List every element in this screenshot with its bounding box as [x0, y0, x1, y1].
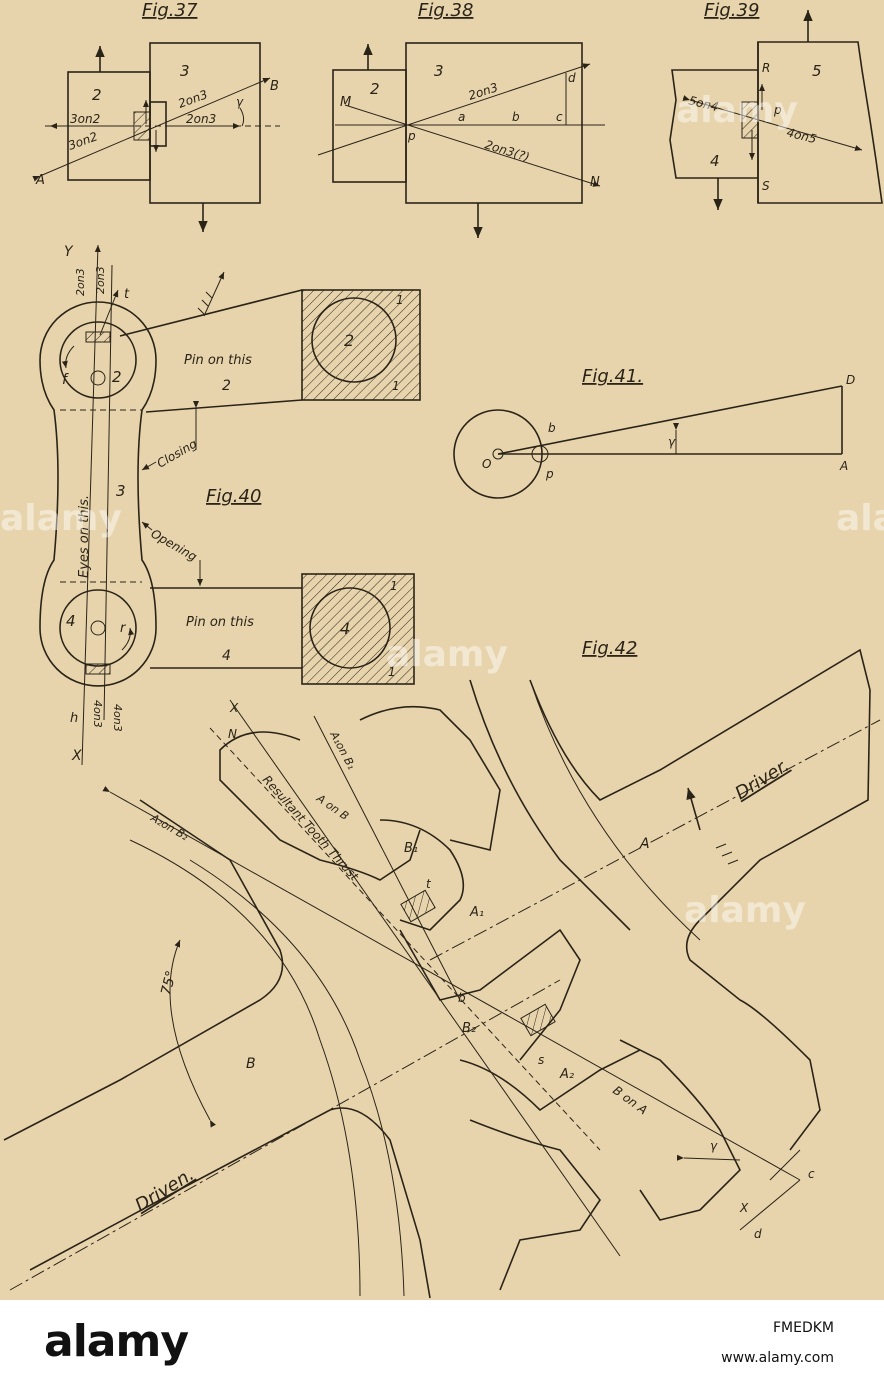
fig38-label-2: 2	[370, 80, 380, 98]
fig42-label-A-on-B: A on B	[313, 791, 351, 823]
fig40-label-2on3-b: 2on3	[94, 266, 107, 294]
fig41-label-b: b	[548, 421, 556, 435]
fig39-label-4: 4	[710, 152, 720, 170]
fig42-label-B1: B₁	[404, 841, 418, 856]
fig42-label-N: N	[228, 727, 237, 741]
fig38-title: Fig.38	[418, 0, 473, 21]
fig40-title: Fig.40	[206, 486, 261, 507]
fig38-label-2on3q: 2on3(?)	[483, 137, 531, 164]
fig37-label-2on3-a: 2on3	[176, 87, 209, 110]
fig38-diagram: Fig.38 2 3 M N p a b c d 2on3 2on3(?)	[317, 0, 605, 238]
fig37-diagram: Fig.37 2 3 3on2 3on2 2on3 2on3 A B γ	[32, 0, 280, 232]
fig40-label-block2: 2	[344, 331, 354, 350]
fig42-label-c: c	[808, 1167, 815, 1181]
fig42-label-angle: 75°	[158, 969, 180, 997]
fig41-diagram: Fig.41. O b p D A γ	[453, 366, 855, 499]
fig41-label-A: A	[839, 459, 848, 473]
fig42-label-b: b	[458, 991, 466, 1005]
fig38-label-c: c	[556, 110, 563, 124]
fig42-label-d: d	[754, 1227, 762, 1241]
fig37-title: Fig.37	[142, 0, 198, 21]
fig39-label-p: p	[773, 103, 782, 117]
fig40-label-2on3-a: 2on3	[74, 268, 87, 296]
fig40-label-X: X	[71, 748, 82, 764]
fig42-label-B2: B₂	[462, 1021, 476, 1036]
fig42-label-B: B	[246, 1056, 256, 1072]
fig42-diagram: Fig.42 X N A₁on B₁	[3, 638, 881, 1299]
watermark-left: alamy	[0, 498, 122, 539]
fig37-label-3on2-b: 3on2	[66, 129, 99, 152]
fig39-title: Fig.39	[704, 0, 759, 21]
fig38-label-N: N	[590, 175, 600, 190]
fig40-label-1b: 1	[392, 379, 400, 393]
fig37-label-gamma: γ	[236, 95, 244, 109]
fig37-label-3: 3	[180, 62, 190, 80]
fig40-label-1c: 1	[390, 579, 398, 593]
fig40-label-eyes-on-this: Eyes on this.	[77, 495, 92, 578]
fig40-label-4on3-b: 4on3	[111, 704, 124, 732]
fig42-label-t: t	[426, 877, 432, 891]
alamy-logo: alamy	[44, 1316, 189, 1367]
fig40-label-t: t	[124, 287, 130, 302]
fig42-label-resultant: Resultant Tooth Thrust	[260, 773, 362, 885]
fig40-label-r: r	[120, 621, 127, 636]
fig42-label-s: s	[538, 1053, 544, 1067]
fig40-label-1a: 1	[396, 293, 404, 307]
fig42-label-A1: A₁	[469, 905, 484, 920]
fig37-label-A: A	[35, 173, 45, 188]
fig38-label-a: a	[458, 110, 465, 124]
fig41-label-p: p	[545, 467, 554, 481]
fig42-label-driver: Driver.	[732, 755, 794, 804]
fig37-label-2: 2	[92, 86, 102, 104]
fig40-label-1d: 1	[388, 665, 396, 679]
fig40-label-pin-on-this-upper: Pin on this	[184, 353, 252, 368]
fig40-label-closing: Closing	[155, 436, 200, 470]
site-url: www.alamy.com	[721, 1350, 834, 1366]
watermark-lower-right: alamy	[684, 890, 806, 931]
stock-footer: alamy FMEDKM www.alamy.com	[0, 1300, 884, 1390]
fig40-label-pin-on-this-upper-num: 2	[222, 378, 231, 394]
fig39-label-R: R	[762, 61, 770, 75]
fig41-label-D: D	[846, 373, 855, 387]
watermark-top-right: alamy	[676, 90, 798, 131]
fig40-label-pin-on-this-lower-num: 4	[222, 648, 231, 664]
fig38-label-b: b	[512, 110, 520, 124]
fig40-label-h: h	[70, 711, 78, 726]
fig40-label-link: 3	[116, 482, 126, 500]
watermark-right: alamy	[836, 498, 884, 539]
mechanism-drawings: Fig.37 2 3 3on2 3on2 2on3 2on3 A B γ Fig…	[0, 0, 884, 1299]
fig40-label-Y: Y	[64, 244, 74, 260]
fig39-label-S: S	[762, 179, 770, 193]
fig42-label-gamma: γ	[710, 1139, 718, 1153]
fig41-label-gamma: γ	[668, 435, 676, 449]
fig40-label-pin2: 2	[112, 368, 122, 386]
fig42-label-X-bottom: X	[739, 1201, 749, 1215]
fig38-label-d: d	[568, 71, 576, 85]
watermark-overlay: alamy alamy alamy alamy alamy	[0, 90, 884, 931]
fig40-label-pin4: 4	[66, 612, 76, 630]
fig42-label-X-top: X	[229, 701, 239, 715]
fig42-label-A: A	[639, 836, 650, 852]
fig40-label-4on3-a: 4on3	[91, 700, 104, 728]
fig42-label-A2: A₂	[559, 1067, 574, 1082]
drawing-sheet: Fig.37 2 3 3on2 3on2 2on3 2on3 A B γ Fig…	[0, 0, 884, 1300]
watermark-center: alamy	[386, 634, 508, 675]
fig39-label-5: 5	[812, 62, 822, 80]
fig38-label-M: M	[340, 95, 351, 110]
fig41-label-O: O	[482, 457, 491, 471]
fig38-label-p: p	[407, 129, 416, 143]
fig38-label-3: 3	[434, 62, 444, 80]
fig40-label-opening: Opening	[149, 526, 200, 564]
fig37-label-B: B	[270, 79, 279, 94]
fig37-label-2on3-b: 2on3	[186, 112, 216, 126]
fig42-title: Fig.42	[582, 638, 637, 659]
fig40-label-pin-on-this-lower: Pin on this	[186, 615, 254, 630]
fig40-label-block4: 4	[340, 619, 350, 638]
fig37-label-3on2-a: 3on2	[70, 112, 100, 126]
fig42-label-B-on-A: B on A	[610, 1083, 650, 1117]
fig42-label-A-on-B2: A₂on B₂	[148, 811, 191, 844]
image-id: FMEDKM	[772, 1320, 834, 1336]
fig41-title: Fig.41.	[582, 366, 643, 387]
fig40-label-f: f	[62, 372, 69, 388]
